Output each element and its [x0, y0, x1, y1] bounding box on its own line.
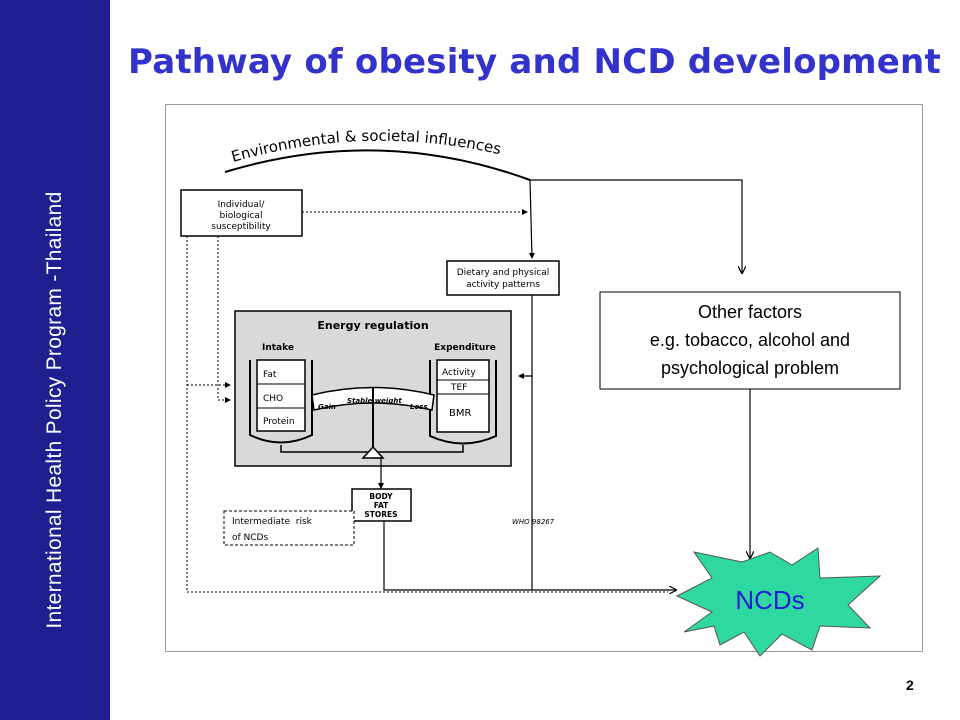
- individual-line-3: susceptibility: [211, 222, 271, 232]
- intake-stack: [256, 359, 306, 432]
- intermediate-line-2: of NCDs: [232, 533, 268, 543]
- slide-number: 2: [906, 677, 914, 693]
- bodyfat-to-ncds-line: [383, 521, 676, 590]
- exp-activity: Activity: [442, 368, 476, 378]
- env-arc: [224, 149, 531, 181]
- diagram-frame: [165, 104, 923, 652]
- individual-left-dotted: [186, 236, 668, 593]
- intermediate-line-1: Intermediate risk: [232, 517, 313, 527]
- balance-stable: Stable weight: [347, 397, 402, 405]
- intermediate-risk-box: [223, 510, 355, 546]
- dietary-line-2: activity patterns: [466, 280, 540, 290]
- energy-regulation-title: Energy regulation: [317, 319, 428, 332]
- expenditure-bracket: [429, 360, 497, 445]
- sidebar: International Health Policy Program -Tha…: [0, 0, 110, 720]
- other-line-1: Other factors: [698, 302, 802, 322]
- bodyfat-line-1: BODY: [369, 492, 393, 501]
- dietary-box: [446, 260, 560, 296]
- intake-cho: CHO: [263, 394, 283, 404]
- energy-to-bodyfat-line: [373, 457, 384, 489]
- ncds-label: NCDs: [735, 585, 804, 615]
- intake-label: Intake: [262, 343, 294, 353]
- balance-gain: Gain: [318, 403, 336, 411]
- bodyfat-line-3: STORES: [364, 510, 397, 519]
- dietary-line-1: Dietary and physical: [457, 268, 550, 278]
- expenditure-stack: [436, 359, 490, 433]
- ncds-starburst: [675, 547, 882, 657]
- other-line-3: psychological problem: [661, 358, 839, 378]
- slide-title: Pathway of obesity and NCD development: [128, 42, 941, 82]
- dietary-to-intake-line: [518, 295, 533, 379]
- exp-tef: TEF: [450, 383, 467, 393]
- intake-fat: Fat: [263, 370, 277, 380]
- other-line-2: e.g. tobacco, alcohol and: [650, 330, 850, 350]
- balance-loss: Loss: [410, 403, 428, 411]
- individual-line-2: biological: [220, 211, 263, 221]
- expenditure-label: Expenditure: [434, 343, 496, 353]
- individual-to-energy-dotted-2: [217, 236, 231, 403]
- bodyfat-line-2: FAT: [374, 501, 389, 510]
- other-factors-box: [599, 291, 901, 390]
- env-to-dietary-line: [528, 179, 535, 259]
- exp-bmr: BMR: [449, 408, 471, 419]
- intake-protein: Protein: [263, 417, 295, 427]
- body-fat-box: [351, 488, 412, 522]
- env-to-other-line: [530, 179, 742, 273]
- individual-box: [180, 189, 303, 237]
- individual-line-1: Individual/: [218, 200, 266, 210]
- who-reference: WHO 98267: [512, 518, 555, 526]
- intake-bracket: [249, 360, 313, 444]
